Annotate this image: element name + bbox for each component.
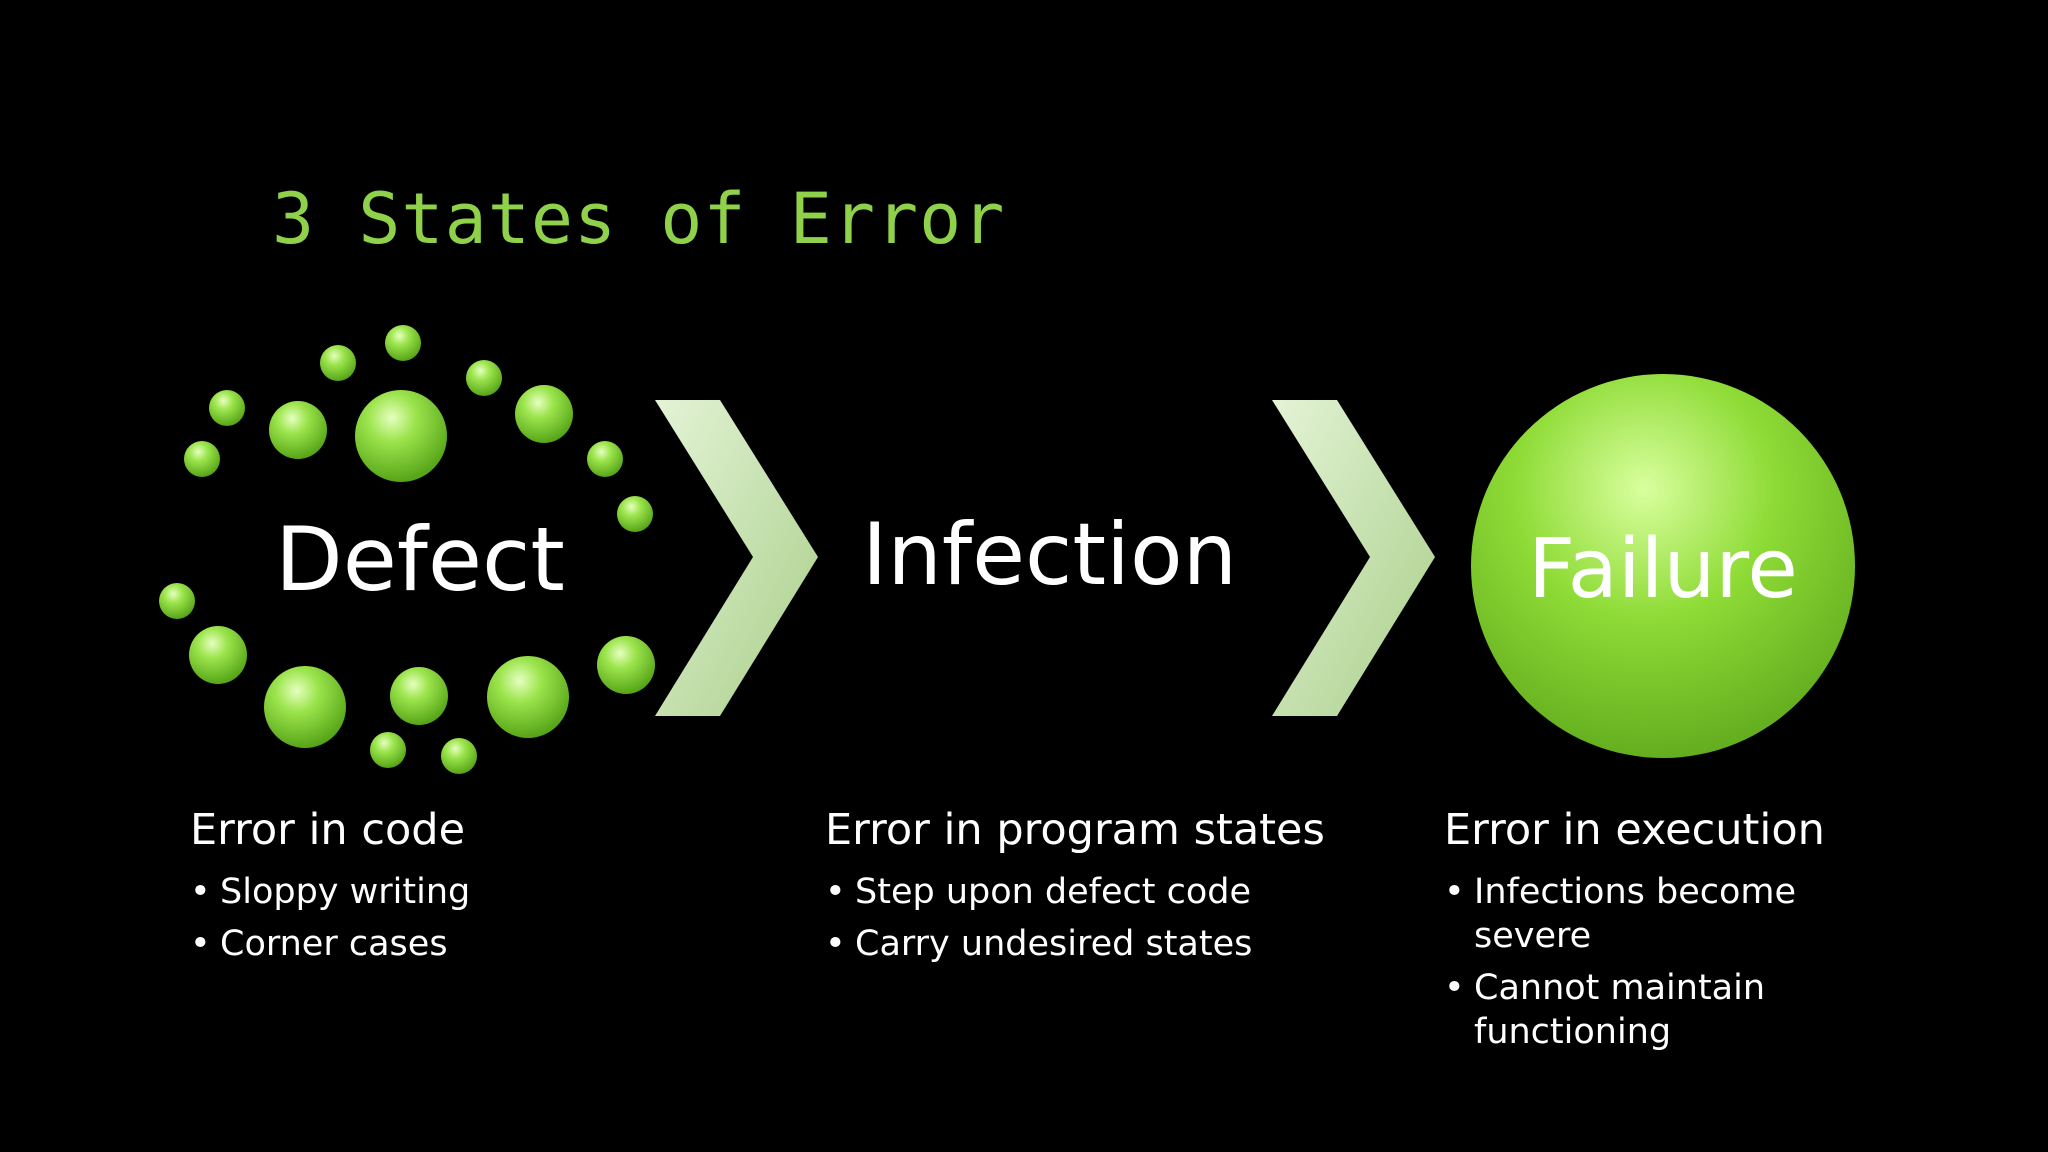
bullet-item: Cannot maintain functioning xyxy=(1444,966,1924,1054)
bullet-item: Corner cases xyxy=(190,922,710,966)
dot xyxy=(390,667,448,725)
bullet-item: Step upon defect code xyxy=(825,870,1345,914)
defect-description: Error in code Sloppy writing Corner case… xyxy=(190,802,710,974)
dot xyxy=(189,626,247,684)
slide-title: 3 States of Error xyxy=(272,178,1005,260)
bullet-item: Infections become severe xyxy=(1444,870,1924,958)
bullet-item: Sloppy writing xyxy=(190,870,710,914)
chevron-arrow-2 xyxy=(1272,400,1435,716)
dot xyxy=(466,360,502,396)
dot xyxy=(587,441,623,477)
dot xyxy=(264,666,346,748)
dot xyxy=(617,496,653,532)
dot xyxy=(184,441,220,477)
dot xyxy=(159,583,195,619)
dot xyxy=(355,390,447,482)
bullet-item: Carry undesired states xyxy=(825,922,1345,966)
failure-bullets: Infections become severe Cannot maintain… xyxy=(1444,870,1924,1054)
dot xyxy=(515,385,573,443)
dot xyxy=(320,345,356,381)
failure-heading: Error in execution xyxy=(1444,802,1924,858)
dot xyxy=(441,738,477,774)
dot xyxy=(487,656,569,738)
dot xyxy=(385,325,421,361)
infection-heading: Error in program states xyxy=(825,802,1345,858)
dot xyxy=(209,390,245,426)
chevron-arrow-1 xyxy=(655,400,818,716)
failure-description: Error in execution Infections become sev… xyxy=(1444,802,1924,1062)
dot xyxy=(370,732,406,768)
dot xyxy=(597,636,655,694)
infection-description: Error in program states Step upon defect… xyxy=(825,802,1345,974)
infection-bullets: Step upon defect code Carry undesired st… xyxy=(825,870,1345,966)
defect-bullets: Sloppy writing Corner cases xyxy=(190,870,710,966)
stage-label-infection: Infection xyxy=(862,505,1237,605)
dot xyxy=(269,401,327,459)
stage-label-defect: Defect xyxy=(275,508,565,611)
defect-heading: Error in code xyxy=(190,802,710,858)
stage-label-failure: Failure xyxy=(1528,522,1798,617)
